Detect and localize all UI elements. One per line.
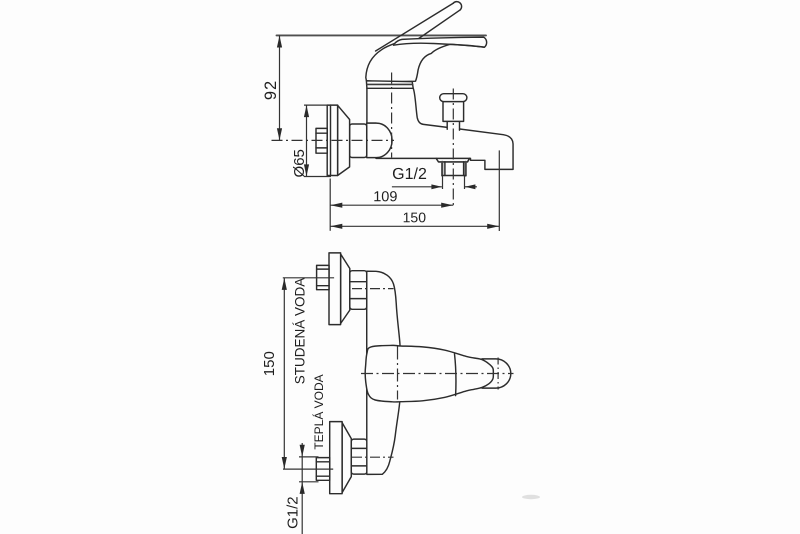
svg-text:STUDENÁ VODA: STUDENÁ VODA [292, 278, 307, 385]
svg-text:Ø65: Ø65 [291, 149, 308, 177]
svg-text:G1/2: G1/2 [392, 166, 427, 183]
svg-text:G1/2: G1/2 [284, 496, 301, 529]
svg-text:TEPLÁ VODA: TEPLÁ VODA [311, 374, 326, 449]
svg-text:92: 92 [262, 80, 280, 100]
svg-text:150: 150 [403, 209, 427, 225]
svg-text:109: 109 [373, 189, 397, 205]
svg-text:150: 150 [261, 351, 278, 376]
